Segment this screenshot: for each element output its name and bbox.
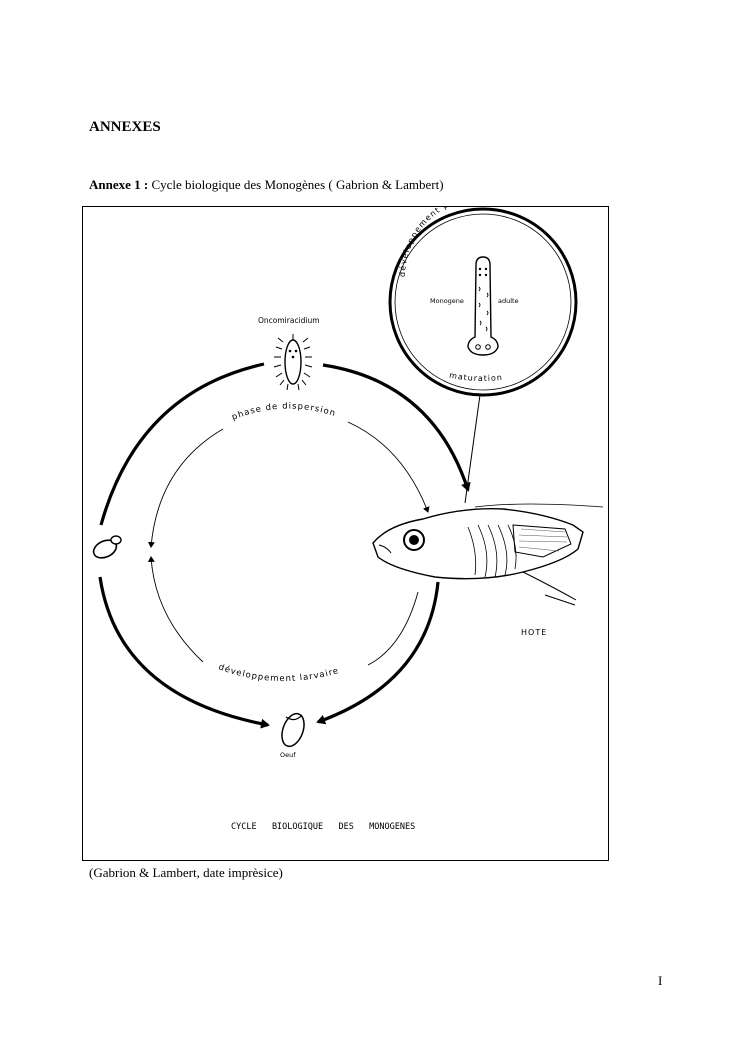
page-heading: ANNEXES [89,119,161,135]
cycle-title-label: CYCLE BIOLOGIQUE DES MONOGENES [231,822,415,832]
dev-larvaire-label: développement larvaire [217,662,340,684]
monogene-label: Monogene [430,297,464,305]
oeuf-label: Oeuf [280,751,296,759]
cycle-arc-lower-right [316,581,440,725]
cycle-arc-left [98,576,270,729]
hote-label: HOTE [521,628,547,637]
adult-monogene-icon [467,256,499,356]
annex-description: Cycle biologique des Monogènes ( Gabrion… [148,177,444,192]
adulte-label: adulte [498,297,519,305]
inner-arc-bottom-left [147,556,204,663]
cycle-arc-upper-right [322,363,471,492]
egg-icon [92,535,122,559]
inner-arc-top-left [147,428,224,548]
oncomiracidium-larva-icon [273,334,313,391]
page-number: I [658,973,663,988]
figure-caption: (Gabrion & Lambert, date imprèsice) [89,865,283,880]
phase-dispersion-label: phase de dispersion [230,401,337,422]
cycle-arc-upper-left [99,362,265,526]
life-cycle-figure: phase de dispersion développement larvai… [82,206,609,861]
magnifier-pointer-line [464,394,481,504]
oncomiracidium-label: Oncomiracidium [258,316,320,325]
annex-title: Annexe 1 : Cycle biologique des Monogène… [89,177,444,193]
annex-label: Annexe 1 : [89,177,149,192]
inner-arc-top-right [347,421,430,513]
inner-arc-bottom-right [367,591,419,666]
egg-with-cap-icon [281,712,305,748]
life-cycle-diagram: phase de dispersion développement larvai… [92,207,604,832]
fish-host-icon [372,503,604,606]
